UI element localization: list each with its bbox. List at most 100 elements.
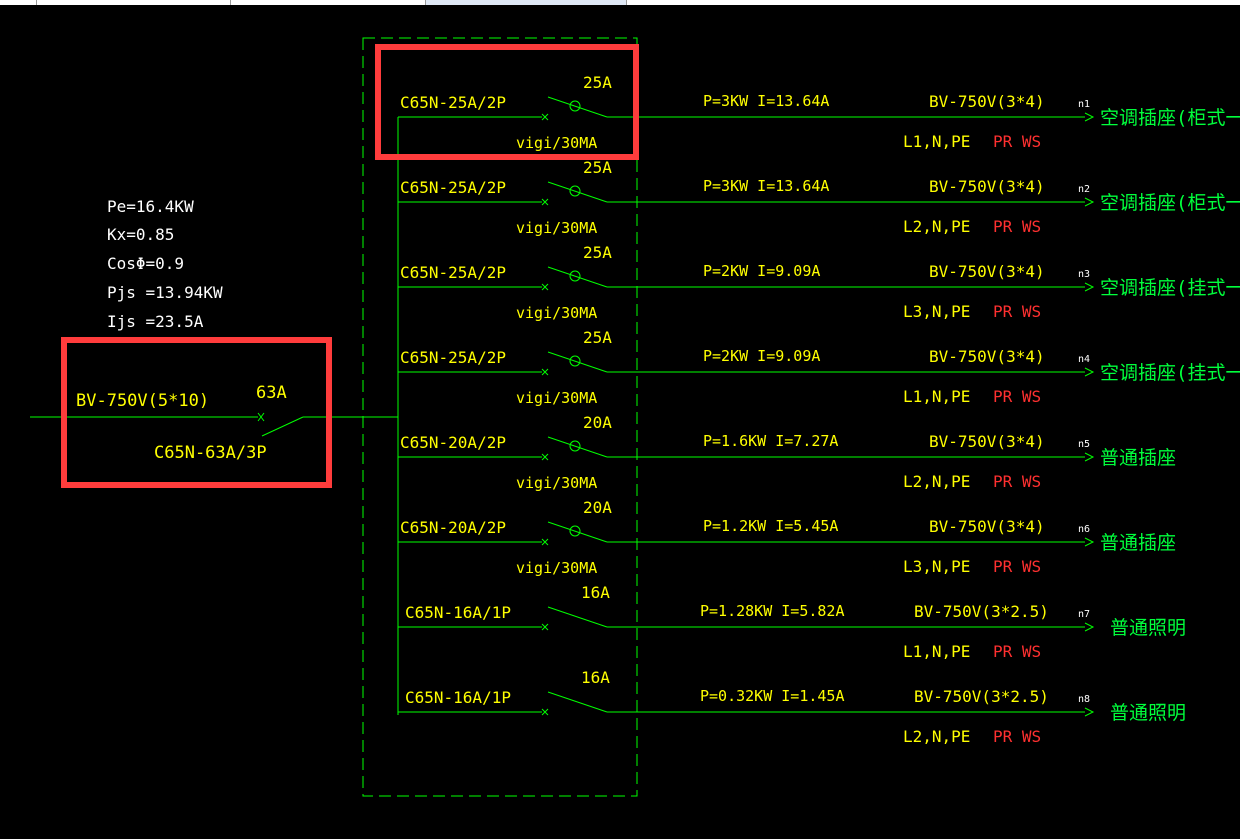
breaker-rating: 20A: [583, 413, 612, 432]
circuit-tag: n2: [1078, 184, 1090, 195]
outlet-arrow-icon: [1084, 197, 1095, 207]
circuit-tag: n5: [1078, 439, 1090, 450]
cable-label: BV-750V(3*4): [929, 262, 1045, 281]
circuit-tag: n6: [1078, 524, 1090, 535]
breaker-rating: 25A: [583, 243, 612, 262]
breaker-contact-x: [541, 538, 549, 546]
breaker-model: C65N-25A/2P: [400, 348, 506, 367]
phase-label: L3,N,PE: [903, 557, 970, 576]
breaker-blade: [547, 96, 608, 118]
breaker-rating: 25A: [583, 158, 612, 177]
circuit-description: 普通插座: [1100, 532, 1176, 554]
breaker-model: C65N-25A/2P: [400, 93, 506, 112]
circuit-description: 普通照明: [1110, 702, 1186, 724]
phase-label: L2,N,PE: [903, 217, 970, 236]
main-breaker-contact-x: [257, 412, 265, 422]
laying-label: PR WS: [993, 642, 1041, 661]
breaker-contact-x: [541, 198, 549, 206]
outlet-arrow-icon: [1084, 367, 1095, 377]
breaker-blade: [547, 606, 608, 628]
main-breaker-blade: [261, 416, 304, 437]
highlight-box-circuit-1: [375, 44, 639, 160]
outlet-arrow-icon: [1084, 282, 1095, 292]
breaker-contact-x: [541, 623, 549, 631]
rcd-coil-circle: [569, 355, 581, 367]
outlet-arrow-icon: [1084, 112, 1095, 122]
laying-label: PR WS: [993, 472, 1041, 491]
phase-label: L3,N,PE: [903, 302, 970, 321]
breaker-model: C65N-20A/2P: [400, 433, 506, 452]
tab-segment-3[interactable]: [231, 0, 426, 5]
breaker-contact-x: [541, 113, 549, 121]
laying-label: PR WS: [993, 217, 1041, 236]
rcd-coil-circle: [569, 100, 581, 112]
load-label: P=2KW I=9.09A: [703, 347, 820, 365]
rcd-label: vigi/30MA: [516, 559, 597, 577]
main-feeder: BV-750V(5*10) 63A C65N-63A/3P: [30, 383, 398, 463]
cable-label: BV-750V(3*4): [929, 177, 1045, 196]
load-label: P=0.32KW I=1.45A: [700, 687, 845, 705]
outlet-arrow-icon: [1084, 707, 1095, 717]
load-label: P=1.2KW I=5.45A: [703, 517, 838, 535]
summary-pjs: Pjs =13.94KW: [107, 283, 223, 302]
outlet-arrow-icon: [1084, 452, 1095, 462]
breaker-model: C65N-16A/1P: [405, 688, 511, 707]
tab-segment-1[interactable]: [0, 0, 37, 5]
main-cable-label: BV-750V(5*10): [76, 391, 209, 411]
breaker-contact-x: [541, 283, 549, 291]
phase-label: L2,N,PE: [903, 472, 970, 491]
breaker-rating: 20A: [583, 498, 612, 517]
circuit-description: 空调插座(柜式一个): [1100, 192, 1240, 214]
breaker-model: C65N-16A/1P: [405, 603, 511, 622]
breaker-blade: [547, 266, 608, 288]
breaker-rating: 16A: [581, 668, 610, 687]
summary-cos: CosΦ=0.9: [107, 254, 184, 273]
circuit-tag: n8: [1078, 694, 1090, 705]
outlet-arrow-icon: [1084, 622, 1095, 632]
breaker-blade: [547, 521, 608, 543]
summary-kx: Kx=0.85: [107, 225, 174, 244]
cable-label: BV-750V(3*2.5): [914, 602, 1049, 621]
load-label: P=3KW I=13.64A: [703, 92, 829, 110]
rcd-coil-circle: [569, 440, 581, 452]
rcd-label: vigi/30MA: [516, 219, 597, 237]
rcd-label: vigi/30MA: [516, 134, 597, 152]
summary-pe: Pe=16.4KW: [107, 197, 194, 216]
breaker-model: C65N-20A/2P: [400, 518, 506, 537]
breaker-contact-x: [541, 708, 549, 716]
circuit-description: 普通插座: [1100, 447, 1176, 469]
circuit-tag: n1: [1078, 99, 1090, 110]
breaker-blade: [547, 181, 608, 203]
highlight-box-main-breaker: [61, 337, 332, 488]
breaker-blade: [547, 436, 608, 458]
circuit-description: 空调插座(柜式一个): [1100, 107, 1240, 129]
breaker-contact-x: [541, 453, 549, 461]
breaker-model: C65N-25A/2P: [400, 178, 506, 197]
cable-label: BV-750V(3*4): [929, 92, 1045, 111]
rcd-label: vigi/30MA: [516, 474, 597, 492]
cable-label: BV-750V(3*4): [929, 347, 1045, 366]
summary-ijs: Ijs =23.5A: [107, 312, 204, 331]
tab-segment-2[interactable]: [37, 0, 231, 5]
branch-circuits: C65N-25A/2P 25A vigi/30MA P=3KW I=13.64A BV-…: [398, 73, 1240, 746]
main-breaker-model: C65N-63A/3P: [154, 443, 267, 463]
breaker-contact-x: [541, 368, 549, 376]
phase-label: L2,N,PE: [903, 727, 970, 746]
laying-label: PR WS: [993, 302, 1041, 321]
breaker-rating: 16A: [581, 583, 610, 602]
circuit-tag: n4: [1078, 354, 1090, 365]
rcd-label: vigi/30MA: [516, 389, 597, 407]
laying-label: PR WS: [993, 387, 1041, 406]
load-label: P=1.6KW I=7.27A: [703, 432, 838, 450]
tab-segment-4[interactable]: [426, 0, 627, 5]
circuit-description: 普通照明: [1110, 617, 1186, 639]
